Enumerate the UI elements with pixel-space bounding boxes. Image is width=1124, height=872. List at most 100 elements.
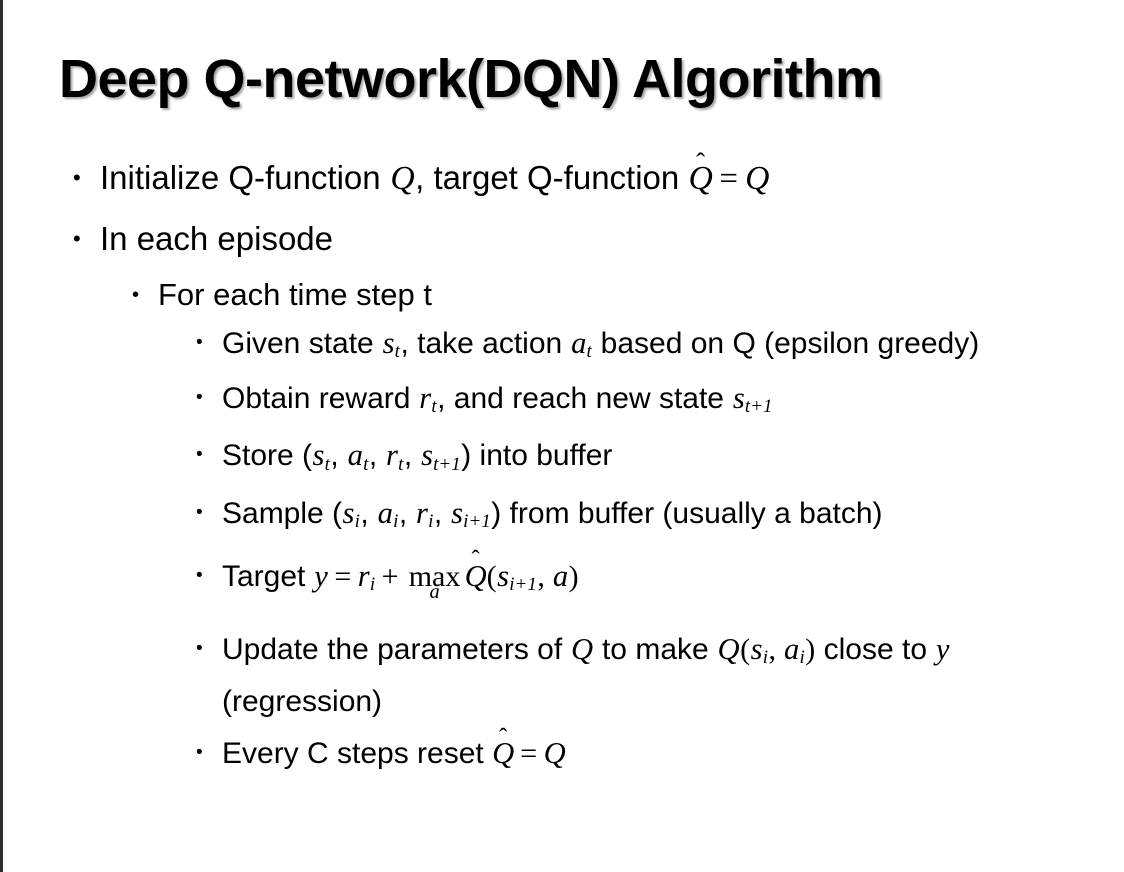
math-operator-name: max [408,559,461,593]
list-item: • In each episode [3,209,1124,269]
math-base: s [312,438,325,473]
bullet-marker-icon: • [73,226,81,251]
math-paren-open: ( [486,559,497,593]
math-subscript: i [369,573,376,595]
list-item: • Initialize Q-function Q, target Q-func… [3,148,1124,209]
list-item-text: In each episode [100,220,334,257]
text-run: , [403,439,421,473]
list-item: • Target y=ri+maxâQ(si+1, a) [3,546,1124,615]
math-subscript: i [393,510,399,532]
text-run: close to [815,632,936,666]
math-symbol-s-next: st+1 [732,381,773,418]
math-subscript: i [354,510,360,532]
text-run: , target Q-function [415,159,689,196]
list-item-text: Every C steps reset ̂Q=Q [222,724,1099,783]
math-symbol-s: st [312,438,330,475]
math-symbol-q: Q [745,160,770,197]
math-base: a [784,631,800,666]
math-symbol-s: si [750,631,769,669]
text-run: Sample ( [222,496,343,530]
list-item: • Sample (si, ai, ri, si+1) from buffer … [3,489,1124,546]
text-run: Obtain reward [222,382,419,416]
math-symbol-a: at [571,326,593,363]
list-item-text: Update the parameters of Q to make Q(si,… [222,627,1099,724]
math-symbol-q-hat: ̂Q [492,738,514,769]
text-run: , and reach new state [437,382,733,416]
list-item-text: Given state s t , take action at based on … [222,321,1099,374]
bullet-marker-icon: • [196,332,203,353]
math-subscript: t [586,341,592,363]
list-item-text: Target y=ri+maxâQ(si+1, a) [222,546,1099,615]
bullet-marker-icon: • [196,444,203,466]
text-run: , [360,496,378,530]
bullet-marker-icon: • [132,284,140,306]
text-run: , [433,496,451,530]
math-base: s [497,558,510,593]
math-symbol-q-hat: ̂Q [688,162,712,196]
math-base: Q [464,558,487,593]
math-symbol-y: y [314,558,328,593]
text-run: , take action [400,327,571,360]
math-symbol-r: rt [386,438,404,474]
math-symbol-q-hat: ̂Q [464,558,487,593]
math-symbol-a: at [347,438,369,475]
math-symbol-r: rt [419,381,437,418]
math-symbol-q: Q [717,631,740,666]
text-run: Every C steps reset [222,737,493,771]
math-base: s [451,495,463,530]
math-subscript: t [363,453,369,475]
math-base: a [377,495,393,530]
text-run: , [368,439,386,473]
list-item: • Store (st, at, rt, st+1) into buffer [3,431,1124,488]
math-base: r [357,558,370,593]
math-symbol-a: ai [784,631,806,668]
math-base: s [421,438,433,473]
math-operator-plus: + [381,559,399,593]
math-base: Q [492,736,515,771]
math-symbol-s-next: st+1 [421,438,462,475]
text-run: (regression) [222,685,383,719]
text-run: Target [222,559,314,593]
text-run: ) from buffer (usually a batch) [491,496,883,530]
math-base: a [347,438,363,473]
list-item-text: For each time step t [158,277,432,312]
list-item-text: Initialize Q-function Q, target Q-functi… [100,148,1124,209]
text-run: to make [593,632,718,666]
bullet-marker-icon: • [196,742,203,764]
list-item: • Every C steps reset ̂Q=Q [3,724,1124,783]
text-run: Store ( [222,439,313,473]
math-base: r [419,381,432,416]
math-subscript: t+1 [433,453,461,475]
math-subscript: t [324,453,330,475]
math-base: s [750,631,763,666]
math-subscript: t [431,396,437,418]
text-run: Given state [222,327,383,360]
text-run: ) into buffer [461,439,613,473]
math-base: s [382,326,395,360]
text-run: Update the parameters of [222,632,571,666]
bullet-marker-icon: • [196,637,203,659]
math-symbol-r: ri [357,558,376,595]
math-subscript: t+1 [744,396,773,418]
math-base: r [416,495,428,530]
math-paren-close: ) [568,559,579,593]
list-item-text: Sample (si, ai, ri, si+1) from buffer (u… [222,489,1099,546]
page-title: Deep Q-network(DQN) Algorithm [59,49,883,109]
math-operator-equals: = [520,737,538,771]
math-comma: , [537,559,553,593]
math-operator-equals: = [719,161,738,197]
bullet-marker-icon: • [196,501,203,523]
math-subscript: i [762,647,769,669]
list-item-text: Store (st, at, rt, st+1) into buffer [222,431,1099,488]
math-symbol-s-next: si+1 [497,558,538,595]
text-run: , [398,496,416,530]
text-run: based on Q (epsilon greedy) [592,327,980,360]
math-symbol-r: ri [416,495,434,532]
list-item: • Given state s t , take action at based o… [3,321,1124,374]
list-item: • For each time step t [3,269,1124,321]
math-base: s [342,495,355,530]
math-paren-close: ) [805,632,816,666]
text-run: , [330,439,348,473]
list-item-text: Obtain reward rt, and reach new state st… [222,374,1099,431]
